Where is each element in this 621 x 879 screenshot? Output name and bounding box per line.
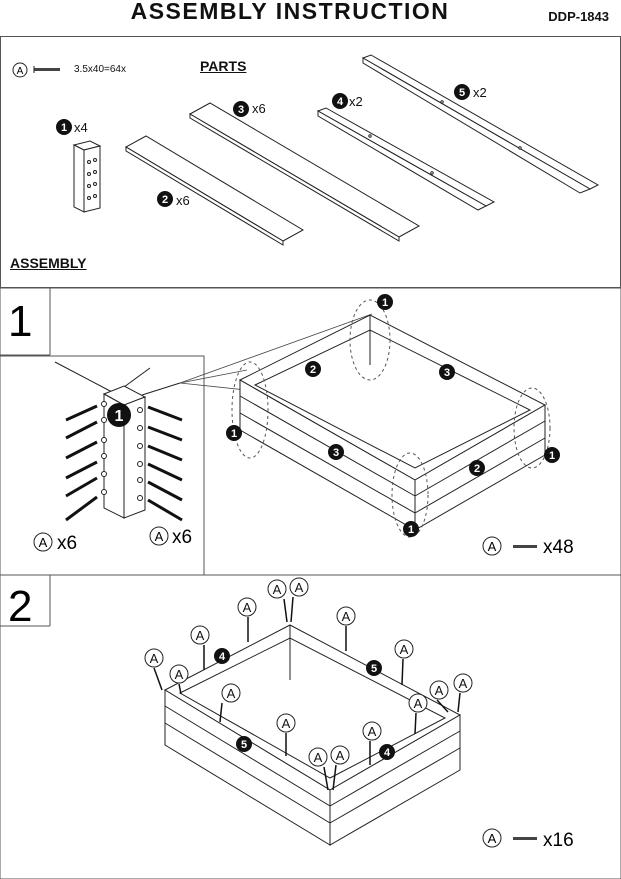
part-3-qty: x6 bbox=[252, 101, 266, 116]
svg-text:x6: x6 bbox=[57, 533, 77, 554]
svg-text:1: 1 bbox=[61, 122, 67, 134]
svg-text:A: A bbox=[342, 609, 351, 624]
svg-text:4: 4 bbox=[384, 747, 391, 759]
detail-marker: 1 bbox=[107, 403, 131, 427]
part-2-board bbox=[124, 135, 305, 246]
svg-text:A: A bbox=[155, 529, 164, 544]
step-2-panel bbox=[0, 574, 621, 879]
part-3-board bbox=[188, 102, 421, 242]
part-3-marker: 3 bbox=[233, 101, 249, 117]
svg-text:A: A bbox=[243, 600, 252, 615]
svg-text:4: 4 bbox=[219, 651, 226, 663]
svg-text:A: A bbox=[282, 716, 291, 731]
svg-text:A: A bbox=[336, 748, 345, 763]
svg-text:A: A bbox=[488, 539, 497, 554]
detail-arrows bbox=[65, 404, 183, 522]
part-4-marker: 4 bbox=[332, 93, 348, 109]
svg-text:1: 1 bbox=[382, 297, 388, 309]
svg-text:A: A bbox=[414, 696, 423, 711]
step-1-screw-total: A x48 bbox=[482, 536, 574, 558]
svg-text:A: A bbox=[273, 582, 282, 597]
svg-text:1: 1 bbox=[408, 524, 414, 536]
step-1-markers: 1 2 3 1 3 2 1 1 bbox=[226, 294, 560, 537]
step-2-arrows bbox=[153, 596, 461, 791]
svg-text:A: A bbox=[435, 683, 444, 698]
svg-text:2: 2 bbox=[474, 463, 480, 475]
svg-text:A: A bbox=[196, 628, 205, 643]
svg-text:A: A bbox=[459, 676, 468, 691]
part-2-marker: 2 bbox=[157, 191, 173, 207]
step-2-screw-total: A x16 bbox=[482, 828, 574, 851]
parts-heading: PARTS bbox=[200, 58, 247, 74]
step-2-bed bbox=[163, 624, 462, 846]
part-4-rail bbox=[316, 107, 496, 211]
part-1-marker: 1 bbox=[56, 119, 72, 135]
svg-text:4: 4 bbox=[337, 96, 344, 108]
screw-icon: A bbox=[12, 62, 60, 78]
svg-text:A: A bbox=[488, 831, 497, 846]
svg-text:A: A bbox=[295, 580, 304, 595]
svg-text:3: 3 bbox=[444, 367, 450, 379]
step-2-screw-callouts: A A A A A A A A A A A A A A A A bbox=[144, 577, 473, 767]
svg-text:3: 3 bbox=[238, 104, 244, 116]
svg-text:x6: x6 bbox=[172, 527, 192, 548]
svg-text:A: A bbox=[400, 642, 409, 657]
step-2-markers: 4 5 5 4 bbox=[214, 648, 395, 760]
svg-text:A: A bbox=[150, 651, 159, 666]
part-1-qty: x4 bbox=[74, 120, 88, 135]
part-1-post bbox=[72, 140, 102, 213]
step-1-number: 1 bbox=[8, 297, 32, 346]
svg-text:1: 1 bbox=[115, 408, 124, 425]
page-title: ASSEMBLY INSTRUCTION bbox=[130, 0, 450, 24]
svg-text:A: A bbox=[175, 667, 184, 682]
svg-text:1: 1 bbox=[231, 428, 237, 440]
svg-text:5: 5 bbox=[241, 739, 247, 751]
step-1-frame bbox=[238, 314, 547, 531]
svg-text:A: A bbox=[39, 535, 48, 550]
svg-text:A: A bbox=[368, 724, 377, 739]
step-2-number: 2 bbox=[8, 582, 32, 631]
detail-post bbox=[54, 361, 181, 519]
detail-screw-right: A x6 bbox=[149, 526, 192, 548]
part-5-rail bbox=[361, 54, 600, 194]
screw-letter: A bbox=[17, 66, 24, 77]
part-5-qty: x2 bbox=[473, 85, 487, 100]
svg-text:A: A bbox=[227, 686, 236, 701]
svg-text:5: 5 bbox=[459, 87, 465, 99]
svg-text:5: 5 bbox=[371, 663, 377, 675]
detail-screw-left: A x6 bbox=[33, 532, 77, 554]
svg-text:x16: x16 bbox=[543, 830, 574, 851]
part-5-marker: 5 bbox=[454, 84, 470, 100]
svg-text:1: 1 bbox=[549, 450, 555, 462]
svg-text:2: 2 bbox=[162, 194, 168, 206]
svg-text:A: A bbox=[314, 750, 323, 765]
part-4-qty: x2 bbox=[349, 94, 363, 109]
part-2-qty: x6 bbox=[176, 193, 190, 208]
assembly-heading: ASSEMBLY bbox=[10, 255, 87, 271]
svg-text:2: 2 bbox=[310, 364, 316, 376]
svg-text:x48: x48 bbox=[543, 537, 574, 558]
model-number: DDP-1843 bbox=[548, 9, 609, 24]
svg-text:3: 3 bbox=[333, 447, 339, 459]
screw-spec: 3.5x40=64x bbox=[74, 64, 126, 75]
